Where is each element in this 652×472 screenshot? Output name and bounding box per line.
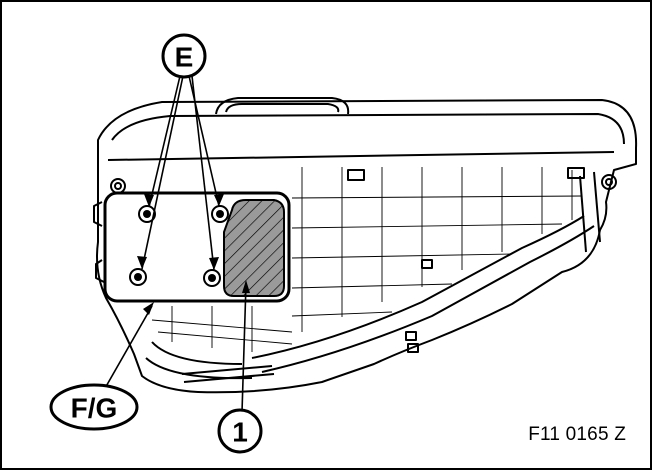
callout-fg-label: F/G bbox=[71, 393, 118, 424]
screw-top-right bbox=[211, 205, 229, 223]
housing-outline bbox=[93, 97, 638, 394]
leader-lines-e bbox=[137, 75, 224, 271]
marked-area-1 bbox=[223, 199, 285, 297]
callout-1-label: 1 bbox=[232, 417, 248, 448]
callout-e-label: E bbox=[175, 42, 194, 73]
leader-line-1 bbox=[241, 280, 250, 413]
callout-fg: F/G bbox=[49, 383, 139, 431]
screw-bottom-right bbox=[203, 269, 221, 287]
leader-line-fg bbox=[103, 302, 154, 391]
screw-bottom-left bbox=[129, 268, 147, 286]
screw-top-left bbox=[138, 205, 156, 223]
callout-1: 1 bbox=[217, 408, 263, 454]
internal-ribs bbox=[151, 167, 583, 352]
figure-code: F11 0165 Z bbox=[528, 424, 626, 445]
callout-e: E bbox=[161, 33, 207, 79]
